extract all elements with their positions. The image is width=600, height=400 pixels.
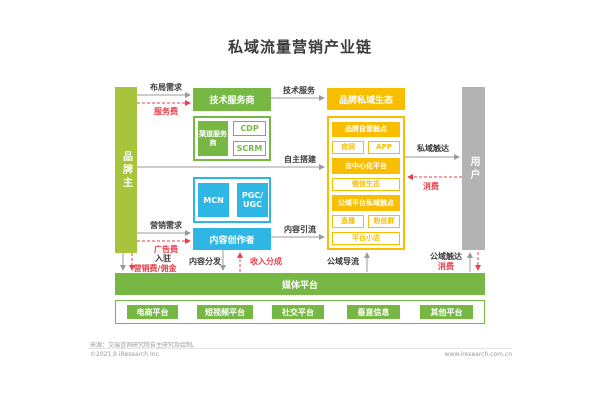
media-type-ecommerce: 电商平台 <box>127 305 178 319</box>
decentralized-platform-box: 去中心化平台 <box>332 158 400 174</box>
media-type-vertical-info: 垂直信息 <box>347 305 400 319</box>
media-type-social: 社交平台 <box>272 305 324 319</box>
brand-self-touchpoint-box: 品牌自营触点 <box>332 122 400 137</box>
cdp-box: CDP <box>233 121 266 136</box>
public-platform-touchpoint-box: 公域平台私域触点 <box>332 195 400 211</box>
tech-service-provider-box: 技术服务商 <box>193 88 271 111</box>
label-revenue-share: 收入分成 <box>250 257 282 266</box>
label-self-build: 自主搭建 <box>284 155 316 164</box>
label-ad-fee: 广告费 <box>154 245 178 254</box>
pgc-ugc-box: PGC/UGC <box>237 183 268 217</box>
label-content-traffic: 内容引流 <box>284 225 316 234</box>
label-settle-in: 入驻 <box>155 254 171 263</box>
label-public-diversion: 公域导流 <box>327 257 359 266</box>
channel-service-provider-box: 渠道服务商 <box>198 121 228 156</box>
media-type-other: 其他平台 <box>420 305 473 319</box>
copyright-note: ©2021.9 iResearch Inc. <box>90 351 161 358</box>
label-consume-public: 消费 <box>438 262 454 271</box>
user-bar: 用户 <box>462 87 485 250</box>
wechat-ecosystem-box: 微信生态 <box>332 178 400 191</box>
page-title: 私域流量营销产业链 <box>227 38 372 56</box>
label-private-reach: 私域触达 <box>417 144 449 153</box>
brand-owner-bar: 品牌主 <box>115 87 137 253</box>
label-marketing-demand: 营销需求 <box>150 221 182 230</box>
official-site-box: 官网 <box>332 141 364 154</box>
brand-private-ecosystem-box: 品牌私域生态 <box>327 88 405 110</box>
website-note: www.iresearch.com.cn <box>444 351 512 358</box>
mcn-box: MCN <box>198 183 229 217</box>
label-service-fee: 服务费 <box>154 107 178 116</box>
media-platform-bar: 媒体平台 <box>115 273 485 295</box>
content-creator-box: 内容创作者 <box>193 228 271 250</box>
label-layout-demand: 布局需求 <box>150 83 182 92</box>
label-public-reach: 公域触达 <box>430 252 462 261</box>
fan-group-box: 粉丝群 <box>368 215 400 228</box>
media-type-short-video: 短视频平台 <box>197 305 253 319</box>
live-stream-box: 直播 <box>332 215 364 228</box>
source-note: 来源：艾瑞咨询研究院自主研究及绘制。 <box>90 342 199 349</box>
scrm-box: SCRM <box>233 141 266 156</box>
footer-divider <box>88 348 512 349</box>
platform-shop-box: 平台小店 <box>332 232 400 245</box>
label-tech-service: 技术服务 <box>283 86 315 95</box>
label-content-distribution: 内容分发 <box>189 257 221 266</box>
app-box: APP <box>368 141 400 154</box>
label-consume-private: 消费 <box>423 182 439 191</box>
label-marketing-fee-commission: 营销费/佣金 <box>133 264 177 273</box>
